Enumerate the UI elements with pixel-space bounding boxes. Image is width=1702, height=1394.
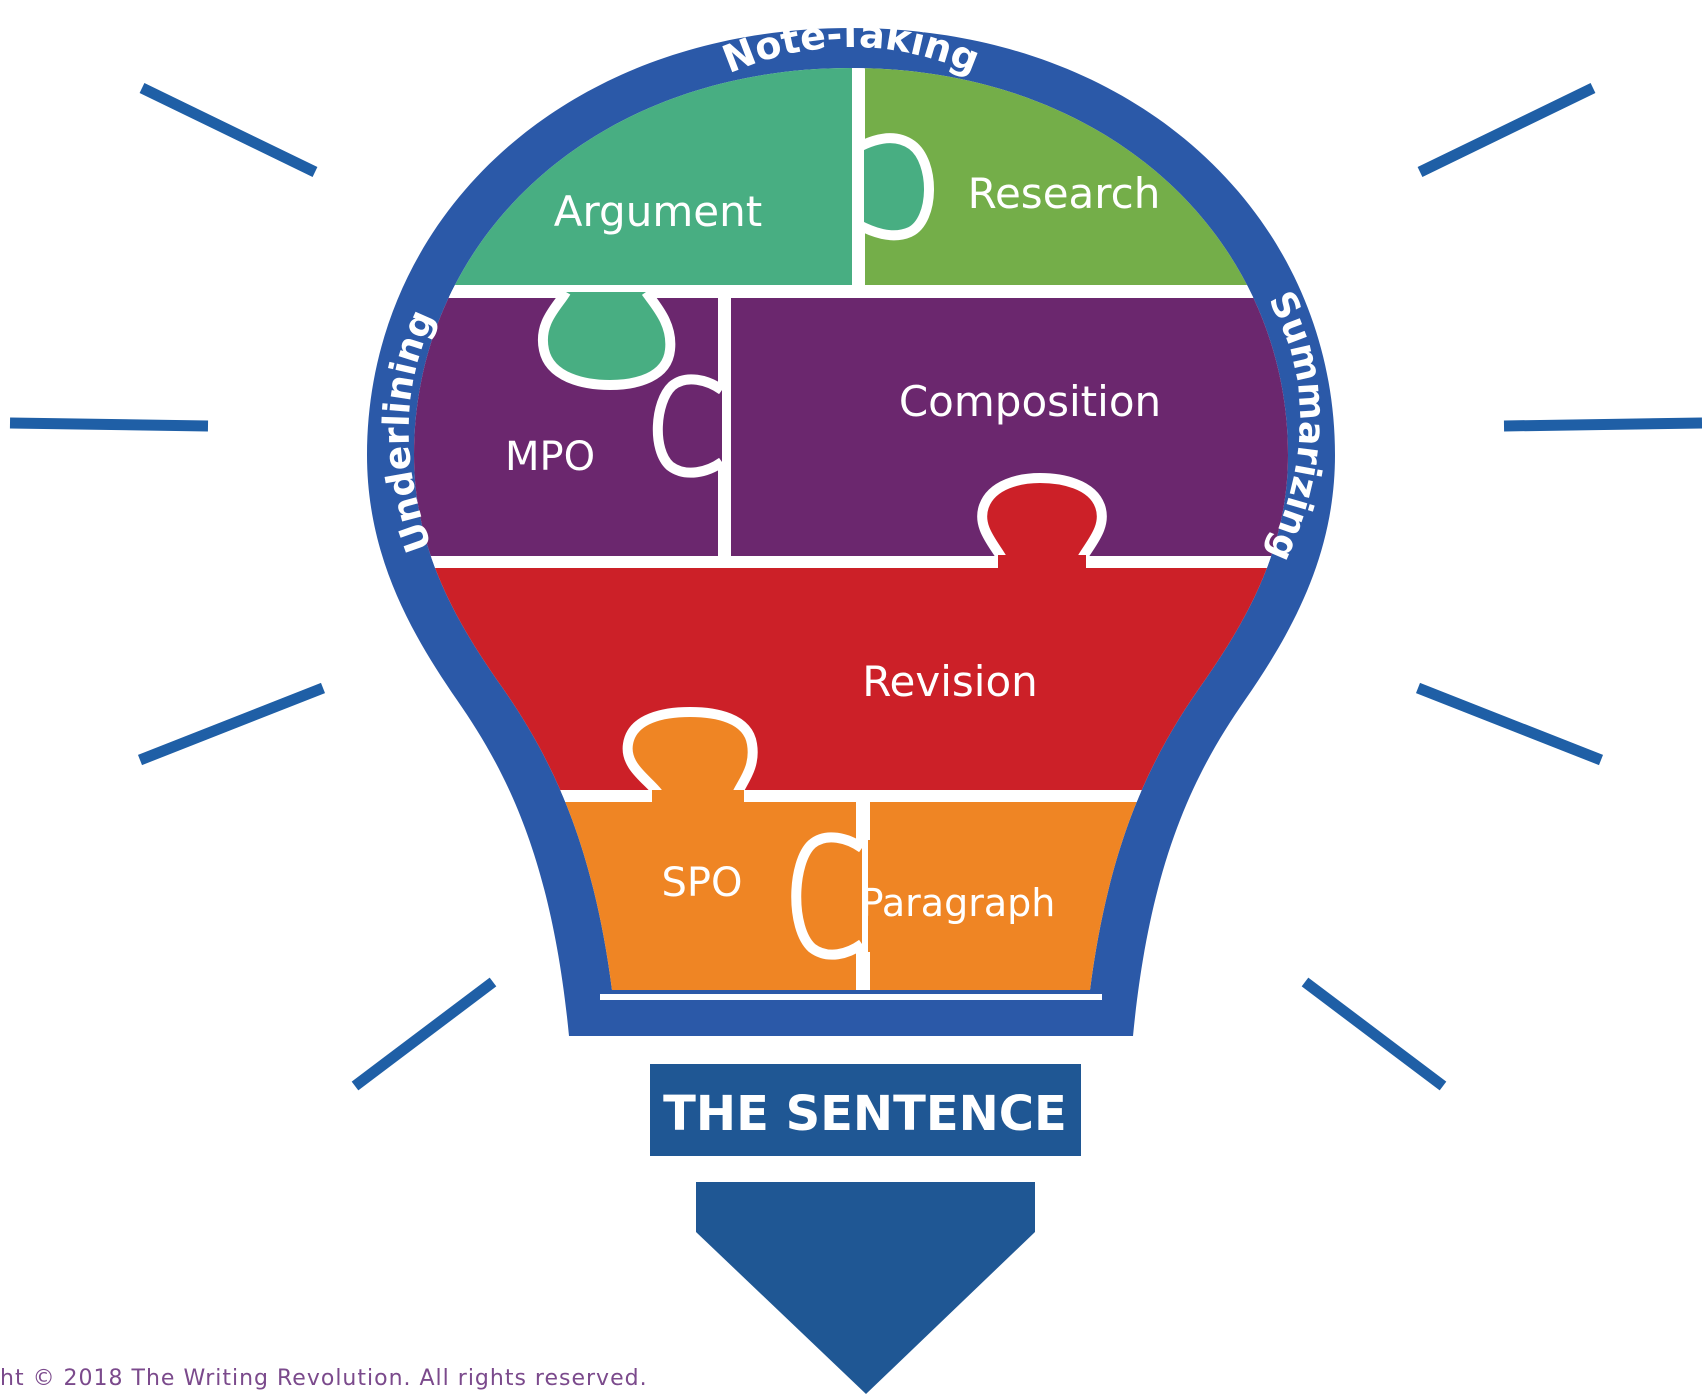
puzzle-piece-spo — [414, 802, 856, 990]
sentence-label: THE SENTENCE — [663, 1086, 1067, 1142]
down-arrow-icon — [696, 1182, 1035, 1394]
ray-left-icon — [9, 417, 209, 432]
sentence-base: THE SENTENCE — [650, 1064, 1081, 1156]
ray-right-icon — [1503, 417, 1702, 432]
label-paragraph: Paragraph — [861, 881, 1056, 925]
ray-top-left-icon — [139, 83, 318, 177]
ray-mid-right-icon — [1415, 682, 1604, 766]
label-revision: Revision — [862, 657, 1038, 706]
copyright-notice: ht © 2018 The Writing Revolution. All ri… — [0, 1366, 648, 1391]
puzzle-piece-revision — [414, 472, 1288, 792]
label-composition: Composition — [899, 377, 1161, 426]
light-rays — [9, 83, 1702, 1091]
ray-bottom-right-icon — [1301, 977, 1447, 1091]
ray-bottom-left-icon — [351, 977, 497, 1091]
label-argument: Argument — [554, 187, 762, 236]
ray-top-right-icon — [1417, 83, 1596, 177]
label-mpo: MPO — [505, 434, 595, 480]
label-research: Research — [968, 169, 1161, 218]
label-spo: SPO — [662, 860, 743, 906]
ray-mid-left-icon — [137, 682, 326, 766]
